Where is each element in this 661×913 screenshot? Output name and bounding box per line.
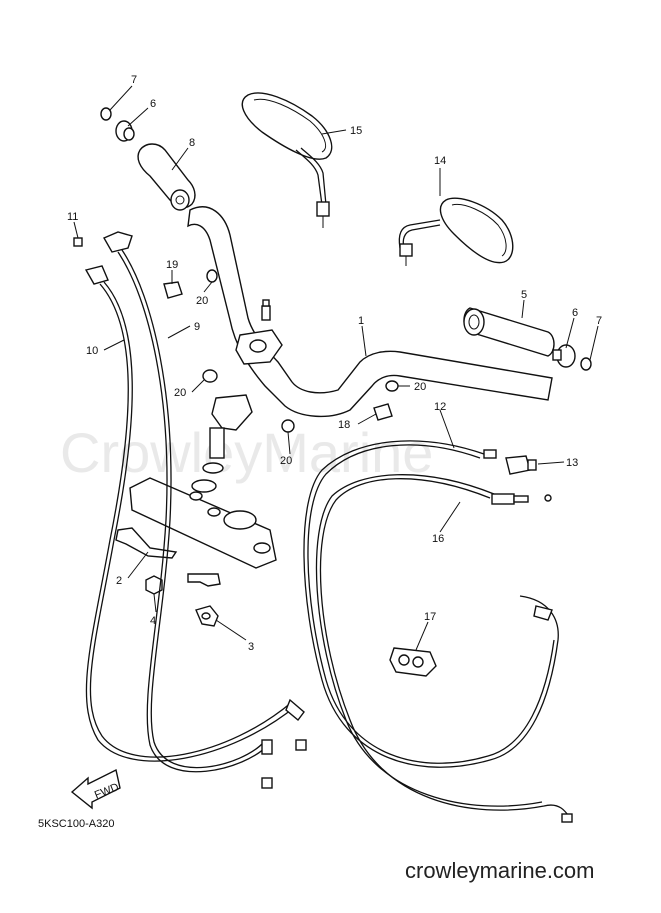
cable-holder-block-part[interactable]: [389, 647, 437, 677]
handlebar-lower-holder-part[interactable]: [191, 394, 253, 493]
callout-10: 10: [86, 345, 98, 357]
throttle-cable-fitting-part[interactable]: [73, 231, 133, 285]
callout-18: 18: [338, 419, 350, 431]
callout-14: 14: [434, 155, 446, 167]
nut-part[interactable]: [145, 575, 163, 595]
forward-arrow-icon: FWD: [70, 768, 121, 810]
callout-6-right: 6: [572, 307, 578, 319]
site-watermark: crowleymarine.com: [405, 858, 595, 883]
cable-guide-part[interactable]: [115, 527, 178, 559]
callout-2: 2: [116, 575, 122, 587]
callout-15: 15: [350, 125, 362, 137]
callout-4: 4: [150, 615, 156, 627]
right-bar-end-weight-part[interactable]: [552, 344, 576, 368]
callout-20-c: 20: [280, 455, 292, 467]
starter-switch-part[interactable]: [505, 455, 537, 475]
right-bar-end-bolt-part[interactable]: [580, 357, 592, 371]
callout-12: 12: [434, 401, 446, 413]
callout-20-d: 20: [414, 381, 426, 393]
right-mirror-part[interactable]: [398, 197, 514, 266]
callout-7-right: 7: [596, 315, 602, 327]
callout-9: 9: [194, 321, 200, 333]
watermark-text: CrowleyMarine: [60, 421, 433, 484]
right-grip-part[interactable]: [463, 307, 555, 357]
left-bar-end-weight-part[interactable]: [115, 120, 135, 142]
throttle-cable-1-part[interactable]: [117, 249, 273, 789]
handlebar-part[interactable]: [187, 206, 553, 418]
callout-1: 1: [358, 315, 364, 327]
choke-cable-part[interactable]: [315, 474, 573, 823]
cable-clamp-part[interactable]: [187, 573, 221, 627]
leader-lines: [73, 85, 599, 651]
left-mirror-part[interactable]: [241, 92, 333, 228]
callout-11: 11: [67, 211, 78, 223]
callout-17: 17: [424, 611, 436, 623]
left-grip-part[interactable]: [137, 143, 196, 211]
handlebar-upper-holder-part[interactable]: [235, 299, 283, 365]
left-bar-end-bolt-part[interactable]: [100, 107, 112, 121]
clutch-cable-part[interactable]: [303, 440, 559, 768]
callout-13: 13: [566, 457, 578, 469]
callout-7-left: 7: [131, 74, 137, 86]
callout-16: 16: [432, 533, 444, 545]
callout-5: 5: [521, 289, 527, 301]
callout-3: 3: [248, 641, 254, 653]
cable-holder-part[interactable]: [163, 281, 183, 299]
callout-8: 8: [189, 137, 195, 149]
diagram-code: 5KSC100-A320: [38, 818, 115, 830]
callout-labels: 7 6 8 11 19 20 9 10 15 14 1 5 6 7 20 20 …: [67, 74, 602, 653]
wire-holder-part[interactable]: [373, 403, 393, 421]
callout-6-left: 6: [150, 98, 156, 110]
callout-20-a: 20: [196, 295, 208, 307]
callout-20-b: 20: [174, 387, 186, 399]
throttle-cable-2-part[interactable]: [85, 281, 307, 762]
callout-19: 19: [166, 259, 178, 271]
